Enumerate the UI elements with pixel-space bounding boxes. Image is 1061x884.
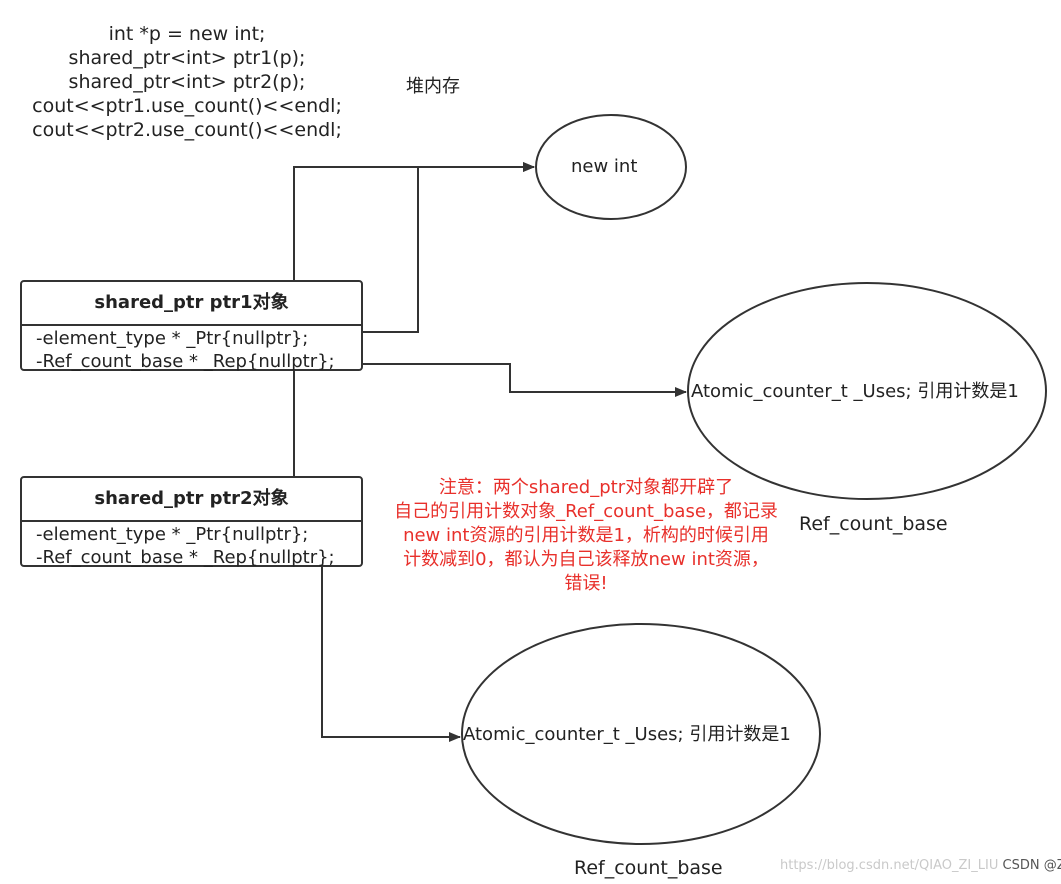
code-snippet: int *p = new int; shared_ptr<int> ptr1(p… — [22, 22, 352, 142]
ptr1-to-ref-count-arrow — [330, 363, 687, 397]
note-line: 自己的引用计数对象_Ref_count_base，都记录 — [394, 501, 778, 522]
ptr2-to-ref-count-arrow — [321, 556, 461, 742]
ptr2-element-ptr-field: -element_type * _Ptr{nullptr}; — [36, 524, 309, 545]
ptr1-object-box: shared_ptr ptr1对象 -element_type * _Ptr{n… — [20, 280, 363, 372]
ref-count-ellipse-2 — [461, 623, 821, 845]
note-line: 计数减到0，都认为自己该释放new int资源， — [403, 549, 769, 570]
watermark-credit: CSDN @Zip-List — [1002, 858, 1061, 873]
watermark: https://blog.csdn.net/QIAO_ZI_LIU CSDN @… — [780, 858, 1061, 873]
ref-count-ellipse-1 — [687, 282, 1047, 500]
code-line: shared_ptr<int> ptr2(p); — [68, 71, 306, 93]
ptr2-object-box: shared_ptr ptr2对象 -element_type * _Ptr{n… — [20, 476, 363, 568]
code-line: cout<<ptr1.use_count()<<endl; — [32, 95, 342, 117]
watermark-url: https://blog.csdn.net/QIAO_ZI_LIU — [780, 858, 999, 873]
ref-count-1-text: Atomic_counter_t _Uses; 引用计数是1 — [691, 381, 1019, 402]
warning-note: 注意：两个shared_ptr对象都开辟了 自己的引用计数对象_Ref_coun… — [380, 476, 792, 596]
ptr1-box-title: shared_ptr ptr1对象 — [22, 282, 361, 326]
ref-count-2-caption: Ref_count_base — [574, 857, 723, 879]
ptr1-element-ptr-field: -element_type * _Ptr{nullptr}; — [36, 328, 309, 349]
note-line: 错误! — [564, 573, 608, 594]
ptr1-ref-count-field: -Ref_count_base * _Rep{nullptr}; — [36, 351, 335, 372]
code-line: shared_ptr<int> ptr1(p); — [68, 47, 306, 69]
code-line: int *p = new int; — [108, 23, 266, 45]
heap-label: 堆内存 — [406, 76, 460, 97]
note-line: 注意：两个shared_ptr对象都开辟了 — [438, 477, 734, 498]
ref-count-1-caption: Ref_count_base — [799, 513, 948, 535]
ptr2-box-title: shared_ptr ptr2对象 — [22, 478, 361, 522]
code-line: cout<<ptr2.use_count()<<endl; — [32, 119, 342, 141]
ref-count-2-text: Atomic_counter_t _Uses; 引用计数是1 — [463, 724, 791, 745]
new-int-label: new int — [571, 156, 638, 177]
note-line: new int资源的引用计数是1，析构的时候引用 — [403, 525, 769, 546]
ptr2-ref-count-field: -Ref_count_base * _Rep{nullptr}; — [36, 547, 335, 568]
new-int-ellipse — [535, 114, 687, 220]
